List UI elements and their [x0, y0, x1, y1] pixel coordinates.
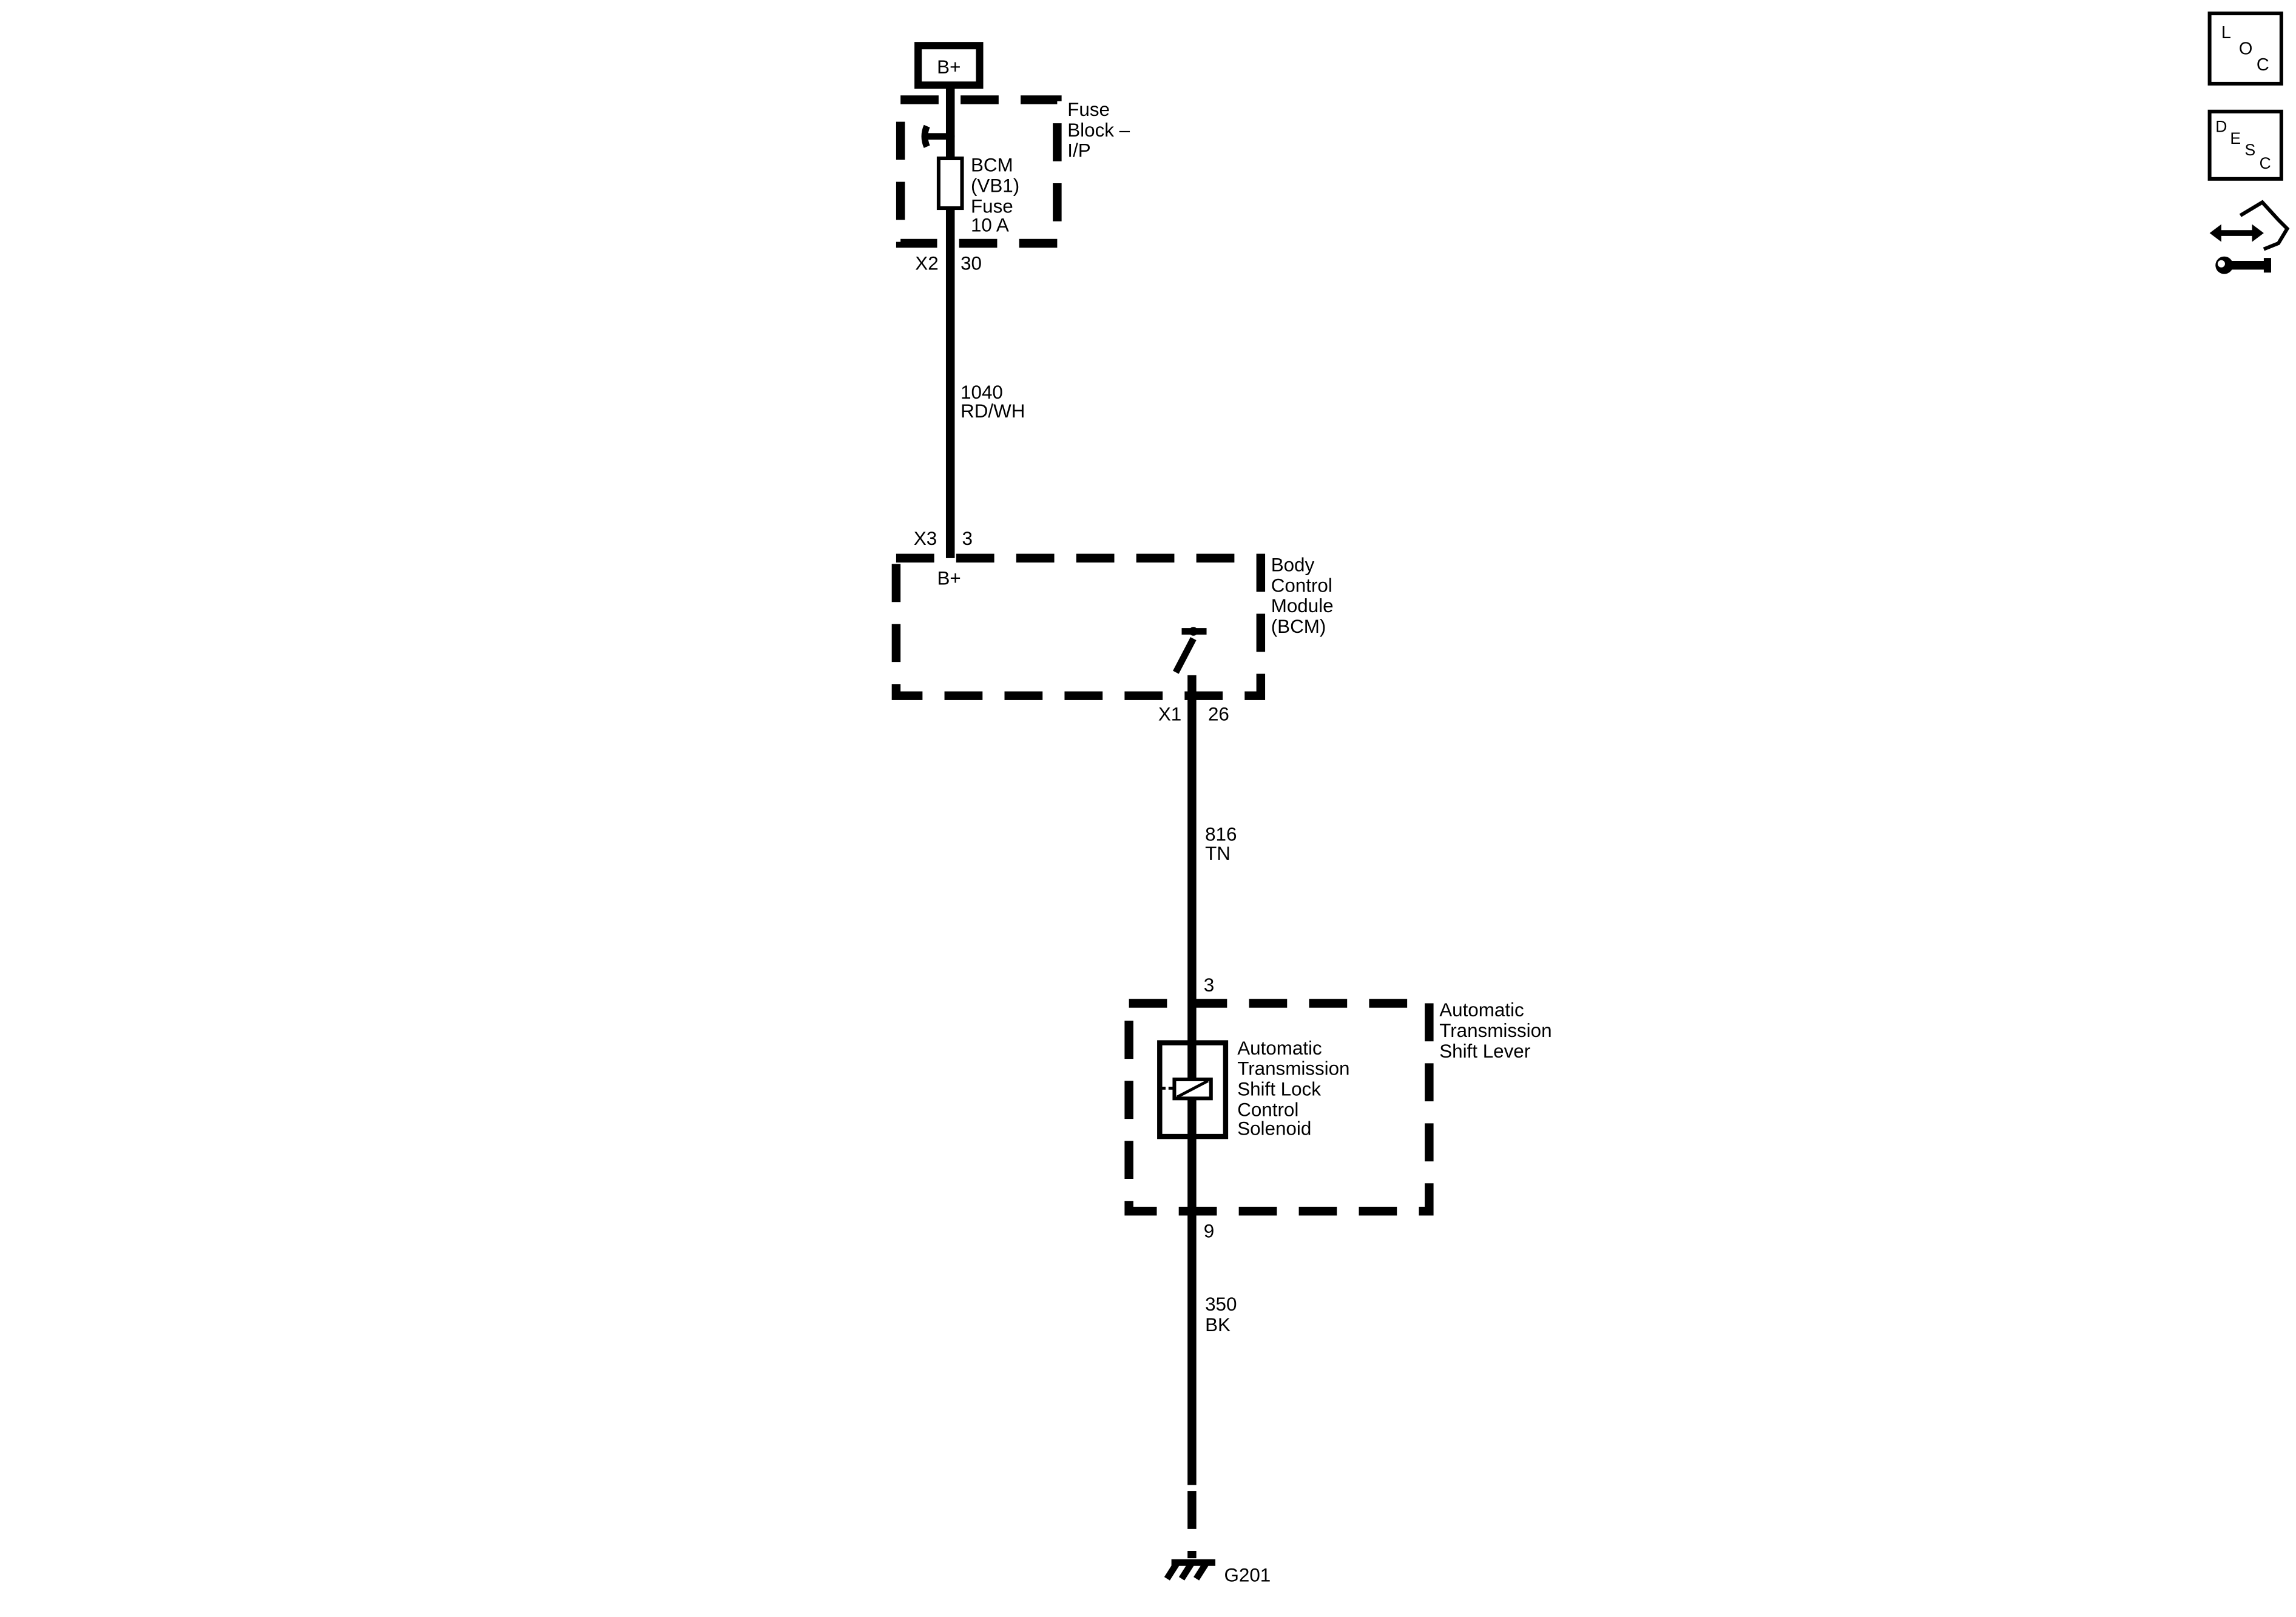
svg-text:O: O [2239, 39, 2253, 59]
bcm-input-pin: 3 [962, 528, 973, 549]
battery-positive-source: B+ [914, 42, 984, 89]
body-control-module: X3 3 B+ Body Control Module (BCM) X1 26 [891, 528, 1339, 725]
bcm-input-label: B+ [937, 567, 961, 589]
ground-label: G201 [1224, 1565, 1271, 1586]
ground-g201: G201 [1164, 1559, 1271, 1586]
fuse-block-ip: Fuse Block – I/P BCM (VB1) Fuse 10 A X2 … [896, 95, 1135, 274]
bcm-output-connector: X1 [1158, 704, 1181, 725]
wire-350-label: 350 BK [1205, 1294, 1242, 1335]
description-icon[interactable]: D E S C [2207, 109, 2283, 181]
svg-text:L: L [2221, 23, 2231, 42]
location-icon[interactable]: L O C [2207, 12, 2283, 86]
wire-816-label: 816 TN [1205, 824, 1242, 864]
bcm-outline [891, 553, 1266, 700]
wire-1040-label: 1040 RD/WH [961, 382, 1025, 422]
shift-lever-name: Automatic Transmission Shift Lever [1439, 999, 1557, 1062]
shift-lever-input-pin: 3 [1204, 974, 1214, 996]
connector-repair-icon[interactable] [2209, 200, 2290, 274]
bcm-input-connector: X3 [914, 528, 937, 549]
power-source-label: B+ [937, 56, 961, 78]
fuse-symbol [936, 156, 964, 211]
bcm-name: Body Control Module (BCM) [1271, 555, 1339, 637]
automatic-transmission-shift-lever: 3 Automatic Transmission Shift Lever Aut… [1124, 974, 1557, 1242]
svg-text:S: S [2245, 141, 2256, 159]
fuse-block-name: Fuse Block – I/P [1067, 99, 1135, 161]
fuse-block-connector: X2 [915, 252, 938, 274]
solenoid-label: Automatic Transmission Shift Lock Contro… [1237, 1038, 1355, 1139]
svg-text:C: C [2257, 55, 2269, 75]
svg-text:D: D [2215, 118, 2227, 136]
bcm-switch [1173, 637, 1197, 674]
fuse-label: BCM (VB1) Fuse 10 A [971, 155, 1025, 236]
svg-text:C: C [2260, 154, 2271, 172]
fuse-block-outline [896, 95, 1062, 248]
shift-lever-output-pin: 9 [1204, 1221, 1214, 1242]
bcm-output-pin: 26 [1208, 704, 1229, 725]
fuse-block-pin: 30 [961, 252, 982, 274]
svg-text:E: E [2230, 129, 2241, 147]
shift-lever-outline [1124, 999, 1434, 1216]
